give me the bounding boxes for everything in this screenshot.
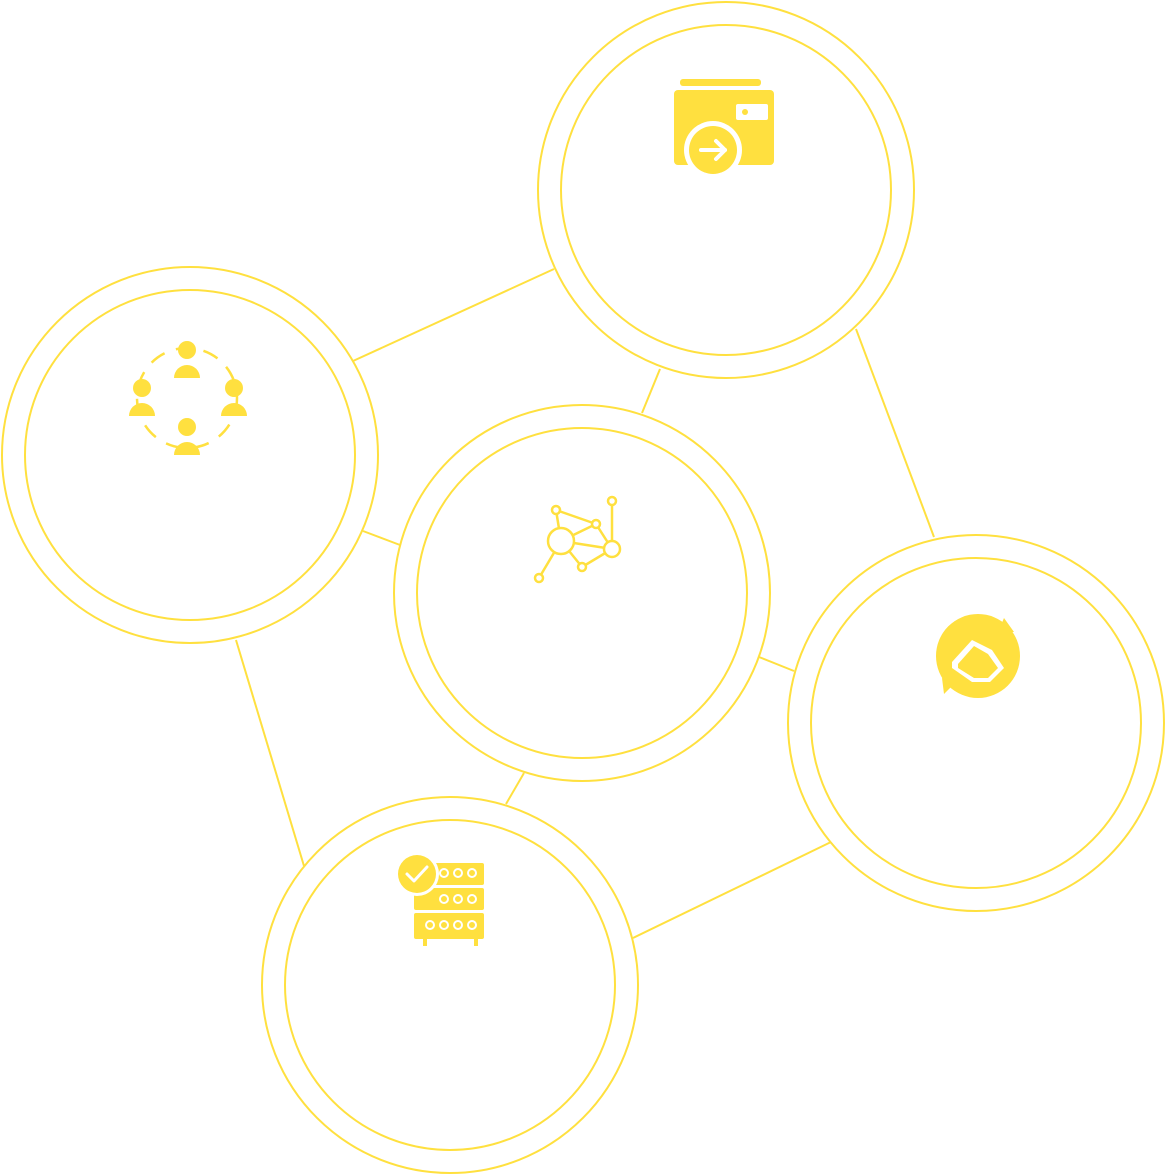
node-center [393, 404, 771, 782]
connector-left-center [362, 530, 401, 546]
handshake-exchange-icon [936, 609, 1020, 705]
connectors [235, 268, 935, 939]
node-top-inner-ring [560, 24, 892, 356]
connector-center-right [758, 656, 795, 672]
network-nodes-icon [533, 495, 622, 584]
connector-top-center [641, 368, 661, 414]
connector-bottom-right [632, 841, 832, 939]
server-verified-icon [395, 852, 484, 946]
node-center-outer-ring [393, 404, 771, 782]
wallet-transfer-icon [674, 79, 774, 179]
connector-top-right [855, 328, 935, 538]
node-right [787, 534, 1165, 912]
node-right-outer-ring [787, 534, 1165, 912]
community-network-icon [129, 341, 247, 455]
node-right-inner-ring [810, 557, 1142, 889]
node-center-inner-ring [416, 427, 748, 759]
node-top-outer-ring [537, 1, 915, 379]
node-bottom [261, 796, 639, 1174]
connector-left-bottom [235, 639, 305, 867]
node-bottom-outer-ring [261, 796, 639, 1174]
connector-center-bottom [505, 772, 525, 805]
node-top [537, 1, 915, 379]
connector-left-top [352, 268, 555, 362]
node-bottom-inner-ring [284, 819, 616, 1151]
node-left-inner-ring [24, 289, 356, 621]
node-left [1, 266, 379, 644]
node-left-outer-ring [1, 266, 379, 644]
